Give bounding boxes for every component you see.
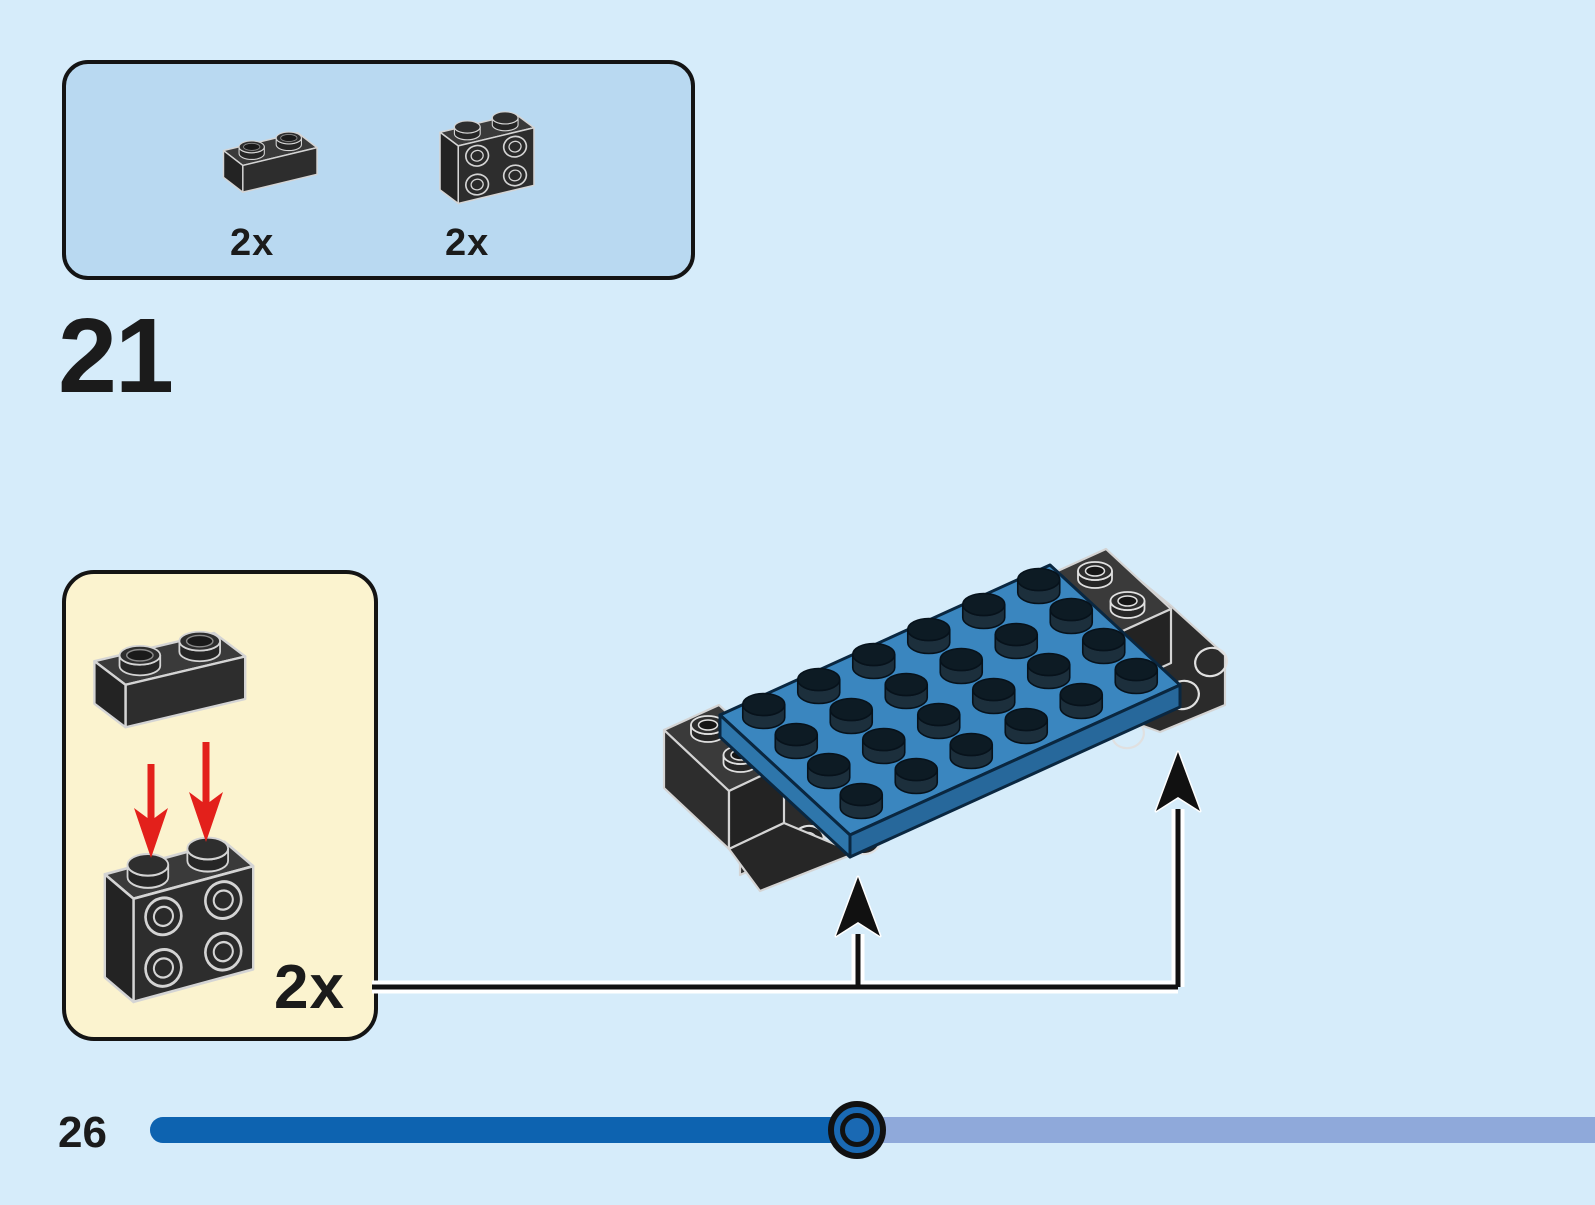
parts-panel: 2x 2x (62, 60, 695, 280)
progress-marker-icon (827, 1101, 886, 1159)
brick-1x2x2-side-studs-icon (103, 836, 255, 1004)
part-count-label: 2x (230, 222, 275, 264)
assembly-diagram (372, 547, 1228, 994)
plate-studs (741, 567, 1159, 820)
subassembly-count-label: 2x (274, 953, 345, 1022)
progress-fill (150, 1117, 857, 1143)
part-count-label: 2x (445, 222, 490, 264)
attach-arrow-icon (834, 875, 882, 938)
brick-1x2-icon (222, 120, 320, 196)
brick-1x2x2-side-studs-icon (437, 100, 537, 210)
subassembly-diagram (93, 630, 255, 1004)
brick-1x2-icon (93, 630, 247, 729)
page-number: 26 (58, 1108, 107, 1157)
step-number: 21 (58, 297, 174, 415)
subassembly-callout: 2x (62, 570, 378, 1041)
attach-arrow-icon (1154, 750, 1202, 813)
red-down-arrow-icon (134, 742, 223, 858)
connector-line (372, 809, 1185, 994)
progress-track (150, 1101, 1595, 1159)
